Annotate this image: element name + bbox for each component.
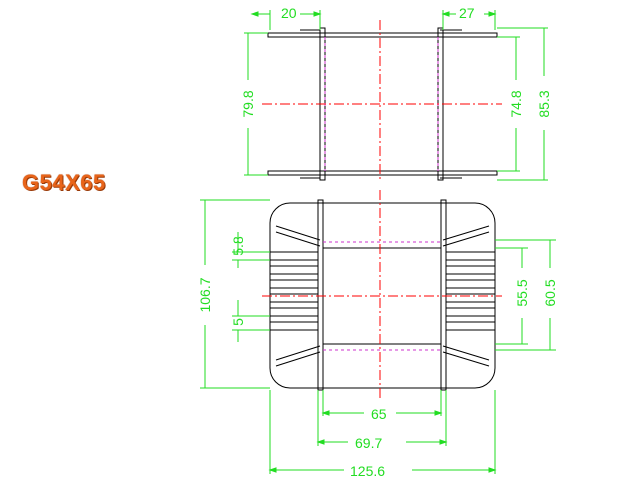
front-view-hidden [323, 241, 441, 351]
front-view-centerlines [262, 190, 502, 400]
dim-top-flange-right: 27 [459, 5, 475, 21]
dim-top-inner-right: 74.8 [508, 90, 524, 118]
dim-top-height-right: 85.3 [536, 90, 552, 118]
dim-slot-pitch-lower: 5 [230, 318, 246, 326]
part-title: G54X65 [22, 170, 106, 195]
dim-base-inner: 65 [371, 406, 387, 422]
front-post-right [440, 199, 447, 391]
front-post-left [317, 199, 324, 391]
dim-slot-pitch-upper: 5.8 [230, 236, 246, 256]
dim-window-outer: 60.5 [542, 279, 558, 307]
dim-top-flange-left: 20 [281, 5, 297, 21]
dim-top-height-left: 79.8 [240, 90, 256, 118]
front-view [269, 199, 496, 391]
left-slots [269, 251, 319, 331]
right-slots [445, 251, 496, 331]
top-flange-upper [267, 32, 498, 38]
dim-overall-height: 106.7 [197, 277, 213, 313]
top-view-centerlines [262, 20, 502, 182]
top-flange-lower [267, 170, 498, 176]
dim-base-overall: 125.6 [350, 463, 386, 479]
dim-base-mid: 69.7 [355, 435, 383, 451]
dim-window-inner: 55.5 [514, 279, 530, 307]
dimension-lines [200, 10, 556, 474]
